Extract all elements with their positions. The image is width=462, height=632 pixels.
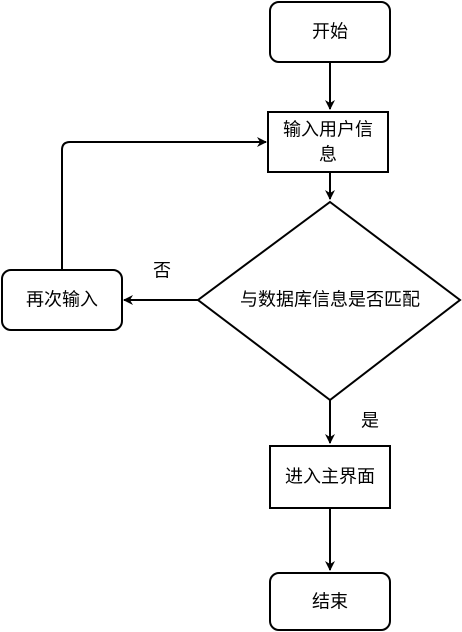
enter-main-node: 进入主界面 bbox=[269, 445, 391, 509]
edge-label-yes: 是 bbox=[361, 411, 379, 432]
start-node: 开始 bbox=[269, 1, 391, 63]
enter-main-label: 进入主界面 bbox=[285, 467, 375, 488]
end-node: 结束 bbox=[269, 572, 391, 631]
start-node-label: 开始 bbox=[312, 22, 348, 43]
match-decision-label: 与数据库信息是否匹配 bbox=[240, 290, 420, 311]
retry-input-node: 再次输入 bbox=[1, 269, 123, 331]
connectors bbox=[61, 62, 335, 571]
input-user-info-node: 输入用户信 息 bbox=[267, 111, 389, 173]
match-decision-node: 与数据库信息是否匹配 bbox=[196, 200, 462, 402]
retry-input-label: 再次输入 bbox=[26, 290, 98, 311]
input-user-info-label-line2: 息 bbox=[319, 145, 337, 166]
edge-label-no: 否 bbox=[153, 261, 171, 282]
end-node-label: 结束 bbox=[312, 592, 348, 613]
input-user-info-label-line1: 输入用户信 bbox=[283, 120, 373, 141]
arrow-retry-to-input bbox=[61, 137, 267, 270]
